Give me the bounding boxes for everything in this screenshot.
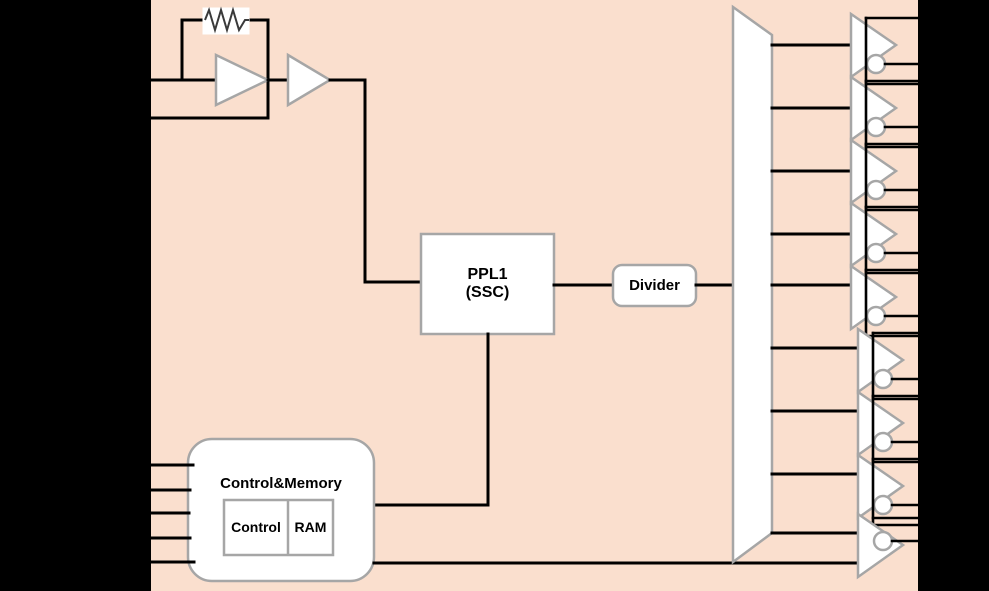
oscillator-amplifier-1 bbox=[214, 53, 271, 107]
inversion-bubble-5 bbox=[865, 305, 887, 327]
wire-pll-to-control bbox=[372, 332, 490, 507]
divider-block bbox=[611, 263, 698, 308]
inversion-bubble-4 bbox=[865, 242, 887, 264]
oscillator-amplifier-2 bbox=[286, 52, 333, 108]
pll-block bbox=[419, 232, 556, 336]
inversion-bubble-3 bbox=[865, 179, 887, 201]
inversion-bubble-7 bbox=[872, 431, 894, 453]
wire-feedback-right bbox=[245, 18, 270, 120]
wire-control-bottom-bus bbox=[372, 538, 862, 565]
resistor-zigzag-icon bbox=[204, 6, 249, 34]
wire-osc-to-pll bbox=[328, 78, 423, 284]
control-ram-container bbox=[222, 498, 335, 557]
inversion-bubble-8 bbox=[872, 494, 894, 516]
clock-distribution-mux bbox=[731, 4, 774, 565]
wire-feedback-left bbox=[180, 18, 207, 82]
inversion-bubble-1 bbox=[865, 53, 887, 75]
inversion-bubble-9 bbox=[872, 530, 894, 552]
inversion-bubble-6 bbox=[872, 368, 894, 390]
output-buffer-group bbox=[770, 11, 920, 580]
inversion-bubble-2 bbox=[865, 116, 887, 138]
